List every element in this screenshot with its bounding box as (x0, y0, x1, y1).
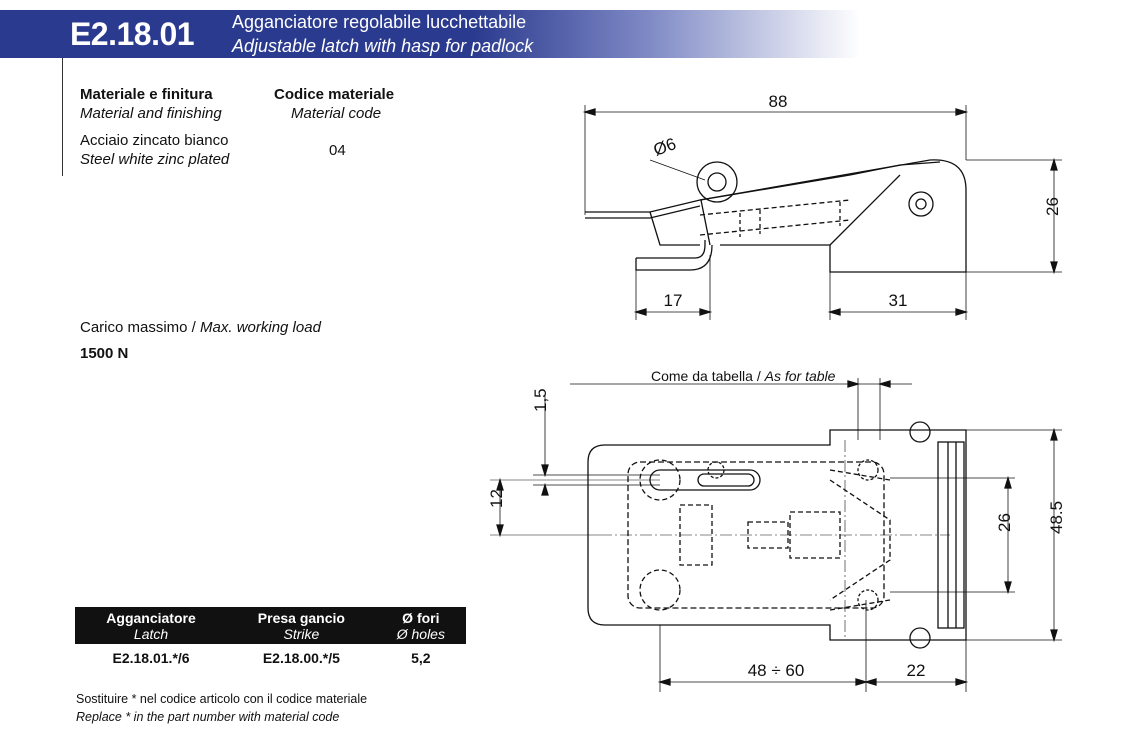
note-it: Sostituire * nel codice articolo con il … (76, 692, 368, 706)
load-label-it: Carico massimo / (80, 319, 201, 336)
dim-1-5: 1,5 (531, 388, 550, 412)
as-for-table-note: Come da tabella / As for table (651, 368, 836, 384)
title-italian: Agganciatore regolabile lucchettabile (232, 12, 527, 32)
side-view: 88 Ø6 26 17 31 (582, 92, 1062, 320)
dim-overall: 88 (769, 92, 788, 111)
dim-hole: Ø6 (651, 134, 679, 160)
dim-left: 17 (664, 291, 683, 310)
material-heading-it: Materiale e finitura (80, 86, 213, 103)
table-cell: 5,2 (411, 650, 431, 666)
product-code: E2.18.01 (69, 15, 195, 52)
dim-48-5: 48.5 (1047, 501, 1066, 534)
material-code-heading-en: Material code (291, 105, 382, 122)
dim-26: 26 (995, 513, 1014, 532)
dim-length: 48 ÷ 60 (748, 661, 805, 680)
table-row: E2.18.01.*/6 E2.18.00.*/5 5,2 (75, 644, 466, 668)
dim-12: 12 (487, 489, 506, 508)
top-view: Come da tabella / As for table (487, 368, 1066, 692)
material-value-it: Acciaio zincato bianco (80, 132, 229, 149)
table-cell: E2.18.00.*/5 (262, 650, 340, 666)
dim-height: 26 (1043, 197, 1062, 216)
header-band (0, 10, 860, 58)
table-cell: E2.18.01.*/6 (112, 650, 190, 666)
load-label-en: Max. working load (200, 319, 321, 336)
dim-right: 31 (889, 291, 908, 310)
title-english: Adjustable latch with hasp for padlock (232, 36, 534, 56)
material-code-value: 04 (329, 142, 346, 159)
material-code-heading-it: Codice materiale (274, 86, 395, 103)
note-en: Replace * in the part number with materi… (76, 710, 340, 724)
load-value: 1500 N (80, 345, 129, 362)
material-heading-en: Material and finishing (80, 105, 222, 122)
dim-22: 22 (907, 661, 926, 680)
load-label: Carico massimo / Max. working load (80, 319, 321, 336)
section-divider (62, 58, 63, 176)
material-value-en: Steel white zinc plated (80, 151, 230, 168)
